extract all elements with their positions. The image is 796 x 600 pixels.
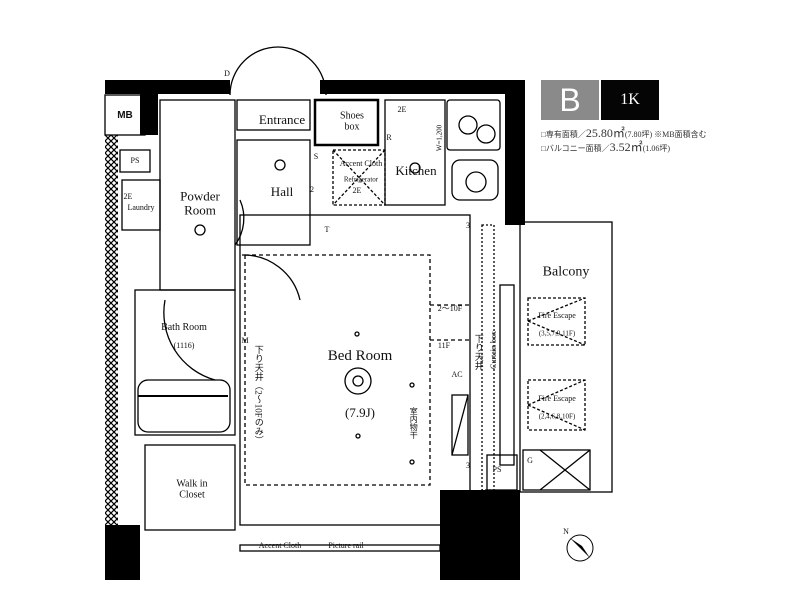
accent-cloth-label: Accent Cloth <box>339 158 383 168</box>
fire-escape-1-label: Fire Escape <box>538 310 576 320</box>
ac-label: AC <box>451 369 463 379</box>
kitchen-width-label: W=1,200 <box>435 124 444 152</box>
unit-type-badge: B <box>541 80 599 120</box>
hall-label: Hall <box>270 184 294 200</box>
s-mark: S <box>313 151 319 161</box>
gas-meter-label: G <box>527 455 533 465</box>
floor-11-label: 11F <box>437 340 451 350</box>
bath-room-label: Bath Room <box>161 321 207 333</box>
laundry-2e-label: 2E <box>123 191 133 201</box>
picture-rail-label: Picture rail <box>328 540 364 550</box>
area-label: □専有面積／ <box>541 130 586 139</box>
ps-left-label: PS <box>130 155 140 165</box>
balcony-label: Balcony <box>542 264 590 280</box>
balcony-area-note: (1.06坪) <box>642 144 671 153</box>
accent-cloth-bottom-label: Accent Cloth <box>258 540 302 550</box>
kitchen-label: Kitchen <box>395 163 437 179</box>
hatched-wall <box>105 135 118 525</box>
bath-size-label: (1116) <box>173 340 195 350</box>
area-value: 25.80㎡ <box>585 126 625 140</box>
area-note: (7.80坪) ※MB面積含む <box>624 130 707 139</box>
walk-in-closet-label: Walk in Closet <box>176 478 208 500</box>
curtain-box-label: Curtain box <box>488 331 498 369</box>
ceiling-drop-right: 下り天井 <box>473 334 484 370</box>
laundry-label: Laundry <box>127 202 155 212</box>
kitchen-2e-label: 2E <box>397 104 407 114</box>
layout-badge: 1K <box>601 80 659 120</box>
mb-box <box>104 94 146 136</box>
refrigerator-label: Refrigerator <box>343 175 379 184</box>
walls <box>105 80 525 580</box>
outlet-3-bottom: 3 <box>466 460 470 470</box>
bed-room-size: (7.9J) <box>345 405 375 421</box>
bed-room-label: Bed Room <box>327 348 393 365</box>
exclusive-area: □専有面積／25.80㎡(7.80坪) ※MB面積含む <box>541 124 707 141</box>
entrance-door-swing <box>229 46 327 96</box>
r-mark: R <box>386 132 392 142</box>
indoor-drying-label: 室内物干 <box>409 407 419 439</box>
balcony-area: □バルコニー面積／3.52㎡(1.06坪) <box>541 138 670 155</box>
entrance-label: Entrance <box>258 112 306 128</box>
compass <box>566 534 594 562</box>
m-mark: M <box>241 335 249 345</box>
balcony-area-label: □バルコニー面積／ <box>541 144 610 153</box>
hall-outlet-2: 2 <box>310 184 314 194</box>
floor-2-10-label: 2～10F <box>437 303 463 313</box>
fire-escape-1-floors: (3,5,7,9,11F) <box>538 329 576 338</box>
t-mark: T <box>324 224 330 234</box>
fire-escape-2-label: Fire Escape <box>538 393 576 403</box>
compass-north-label: N <box>563 526 569 536</box>
ps-right-label: PS <box>492 464 502 474</box>
fridge-2e-label: 2E <box>352 185 362 195</box>
mb-label: MB <box>117 109 133 121</box>
fire-escape-2-floors: (2,4,6,8,10F) <box>538 412 576 421</box>
outlet-3-top: 3 <box>466 220 470 230</box>
ceiling-drop-left: 下り天井（2～10Fのみ） <box>253 345 264 445</box>
shoes-box-label: Shoes box <box>340 110 364 132</box>
balcony-area-value: 3.52㎡ <box>609 140 643 154</box>
powder-room-label: Powder Room <box>180 188 220 217</box>
d-mark: D <box>224 68 230 78</box>
